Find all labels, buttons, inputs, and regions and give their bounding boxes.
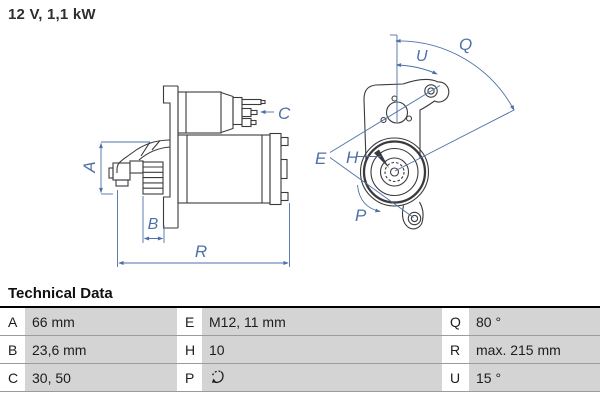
flange-plate (363, 78, 450, 162)
end-tab-top (280, 136, 289, 147)
terminal-stud-top (241, 98, 262, 106)
dimension-b: B (142, 196, 165, 243)
dim-label-q: Q (459, 35, 472, 54)
shaft-collar (129, 160, 144, 174)
dim-label-e: E (315, 149, 327, 168)
housing-outer (359, 137, 430, 207)
param-key-e: E (177, 308, 202, 335)
dim-label-a: A (80, 161, 99, 173)
dim-label-b: B (148, 216, 159, 233)
param-key-r: R (442, 336, 469, 363)
param-value-a: 66 mm (25, 308, 177, 335)
end-bump (280, 158, 288, 180)
drive-housing-inner (138, 146, 171, 161)
dim-label-h: H (346, 148, 359, 167)
terminal-stub-low (250, 119, 257, 126)
pinion-end-step (115, 179, 129, 187)
param-value-c: 30, 50 (25, 364, 177, 391)
dim-label-r: R (195, 242, 207, 261)
starter-motor-side-view (108, 85, 289, 229)
starter-motor-end-view (359, 78, 450, 230)
motor-body (177, 134, 271, 204)
dimension-r: R (117, 190, 290, 267)
dimension-p: P (355, 184, 381, 225)
dimension-e: E (315, 85, 441, 218)
terminal-nut-low (241, 117, 252, 128)
small-hole-right (405, 115, 413, 122)
param-key-q: Q (442, 308, 469, 335)
pinion-hub (379, 157, 410, 187)
dim-label-p: P (355, 206, 367, 225)
param-key-a: A (0, 308, 25, 335)
table-row: C 30, 50 P U 15 ° (0, 364, 600, 392)
bottom-ear-bolt-hole (410, 214, 419, 223)
pinion-shaft-hole (389, 167, 400, 177)
end-tab-bottom (280, 191, 289, 202)
dimension-h: H (346, 148, 381, 167)
table-row: A 66 mm E M12, 11 mm Q 80 ° (0, 308, 600, 336)
housing-facet-1 (140, 141, 151, 157)
solenoid-cap (232, 96, 243, 126)
technical-drawing: A B C R (80, 34, 515, 267)
dimension-annotations: A B C R (80, 34, 515, 267)
technical-data-section: Technical Data A 66 mm E M12, 11 mm Q 80… (0, 283, 600, 392)
dimension-a: A (80, 141, 150, 195)
drive-housing (116, 139, 171, 173)
solenoid-taper (220, 91, 234, 134)
solenoid-body (177, 91, 222, 134)
bottom-ear-ring (407, 211, 422, 226)
technical-data-heading: Technical Data (0, 283, 600, 308)
param-value-e: M12, 11 mm (202, 308, 442, 335)
housing-inner (370, 147, 419, 197)
param-key-b: B (0, 336, 25, 363)
terminal-nut-mid (241, 107, 252, 118)
param-value-q: 80 ° (469, 308, 600, 335)
rotation-direction-icon (211, 370, 224, 384)
param-key-u: U (442, 364, 469, 391)
dimension-u: U (395, 48, 438, 75)
shaft-tip (108, 167, 114, 179)
param-key-p: P (177, 364, 202, 391)
dim-label-u: U (416, 48, 428, 65)
pinion-teeth-circle (384, 161, 405, 183)
param-value-u: 15 ° (469, 364, 600, 391)
spec-title: 12 V, 1,1 kW (8, 6, 96, 23)
bottom-ear (401, 201, 424, 230)
param-value-b: 23,6 mm (25, 336, 177, 363)
flange-profile (162, 85, 178, 229)
small-hole-left (380, 116, 387, 124)
dim-label-c: C (278, 104, 291, 123)
housing-facet-2 (151, 140, 161, 151)
end-cap (269, 132, 282, 206)
dimension-c: C (260, 104, 291, 123)
param-key-h: H (177, 336, 202, 363)
terminal-stub-mid (250, 109, 258, 116)
param-value-p (202, 364, 442, 391)
table-row: B 23,6 mm H 10 R max. 215 mm (0, 336, 600, 364)
pinion-teeth-lines (143, 166, 163, 189)
param-value-h: 10 (202, 336, 442, 363)
dimension-q: Q (390, 34, 515, 172)
small-hole-top (391, 95, 398, 102)
housing-ring (362, 140, 427, 204)
pinion-end-block (112, 162, 131, 181)
param-value-r: max. 215 mm (469, 336, 600, 363)
terminal-tip (260, 99, 266, 105)
param-key-c: C (0, 364, 25, 391)
keyway-pointer (374, 149, 389, 168)
